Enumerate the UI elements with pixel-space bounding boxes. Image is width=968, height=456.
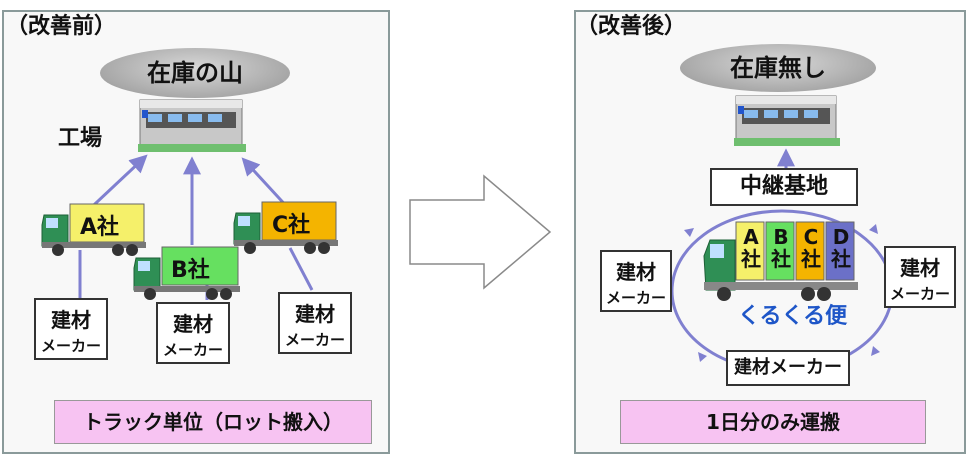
maker-line1: 建材 bbox=[173, 312, 213, 336]
company-c-label: C社 bbox=[272, 213, 311, 238]
maker-line2: メーカー bbox=[284, 331, 345, 349]
maker-box-bottom-after: 建材メーカー bbox=[726, 350, 850, 386]
loop-service-label: くるくる便 bbox=[738, 304, 848, 329]
relay-hub-box: 中継基地 bbox=[710, 168, 858, 206]
no-inventory-label: 在庫無し bbox=[680, 44, 876, 92]
truck-b-icon bbox=[133, 246, 240, 300]
transition-arrow-icon bbox=[409, 174, 552, 290]
maker-line2: メーカー bbox=[605, 289, 666, 307]
truck-a-icon bbox=[41, 203, 146, 256]
maker-box-center: 建材 メーカー bbox=[156, 302, 230, 364]
before-title: （改善前） bbox=[6, 14, 117, 39]
arrow-c-lower bbox=[288, 247, 314, 291]
maker-box-right-after: 建材 メーカー bbox=[884, 246, 956, 308]
maker-line2: メーカー bbox=[889, 285, 950, 303]
company-b-label: B社 bbox=[171, 258, 210, 283]
maker-line1: 建材 bbox=[51, 308, 91, 332]
company-a-label: A社 bbox=[80, 215, 120, 240]
shared-truck-icon bbox=[703, 221, 858, 301]
before-footer: トラック単位（ロット搬入） bbox=[54, 400, 372, 444]
maker-box-left-after: 建材 メーカー bbox=[600, 250, 672, 312]
maker-box-left: 建材 メーカー bbox=[34, 298, 108, 360]
maker-line1: 建材 bbox=[900, 256, 940, 280]
maker-line2: メーカー bbox=[162, 341, 223, 359]
truck-c-icon bbox=[233, 201, 338, 254]
inventory-pile-label: 在庫の山 bbox=[100, 48, 290, 98]
maker-box-right: 建材 メーカー bbox=[278, 292, 352, 354]
route-arrowhead-4 bbox=[869, 224, 878, 234]
route-arrowhead-1 bbox=[684, 228, 694, 237]
factory-label: 工場 bbox=[58, 126, 103, 151]
route-arrowhead-2 bbox=[698, 352, 707, 362]
maker-line1: 建材 bbox=[616, 260, 656, 284]
factory-icon-after bbox=[734, 95, 840, 146]
maker-line1: 建材 bbox=[295, 302, 335, 326]
route-arrowhead-3 bbox=[871, 346, 880, 356]
factory-icon bbox=[138, 99, 246, 152]
maker-line2: メーカー bbox=[40, 337, 101, 355]
after-footer: 1日分のみ運搬 bbox=[620, 400, 926, 444]
after-title: （改善後） bbox=[576, 14, 687, 39]
